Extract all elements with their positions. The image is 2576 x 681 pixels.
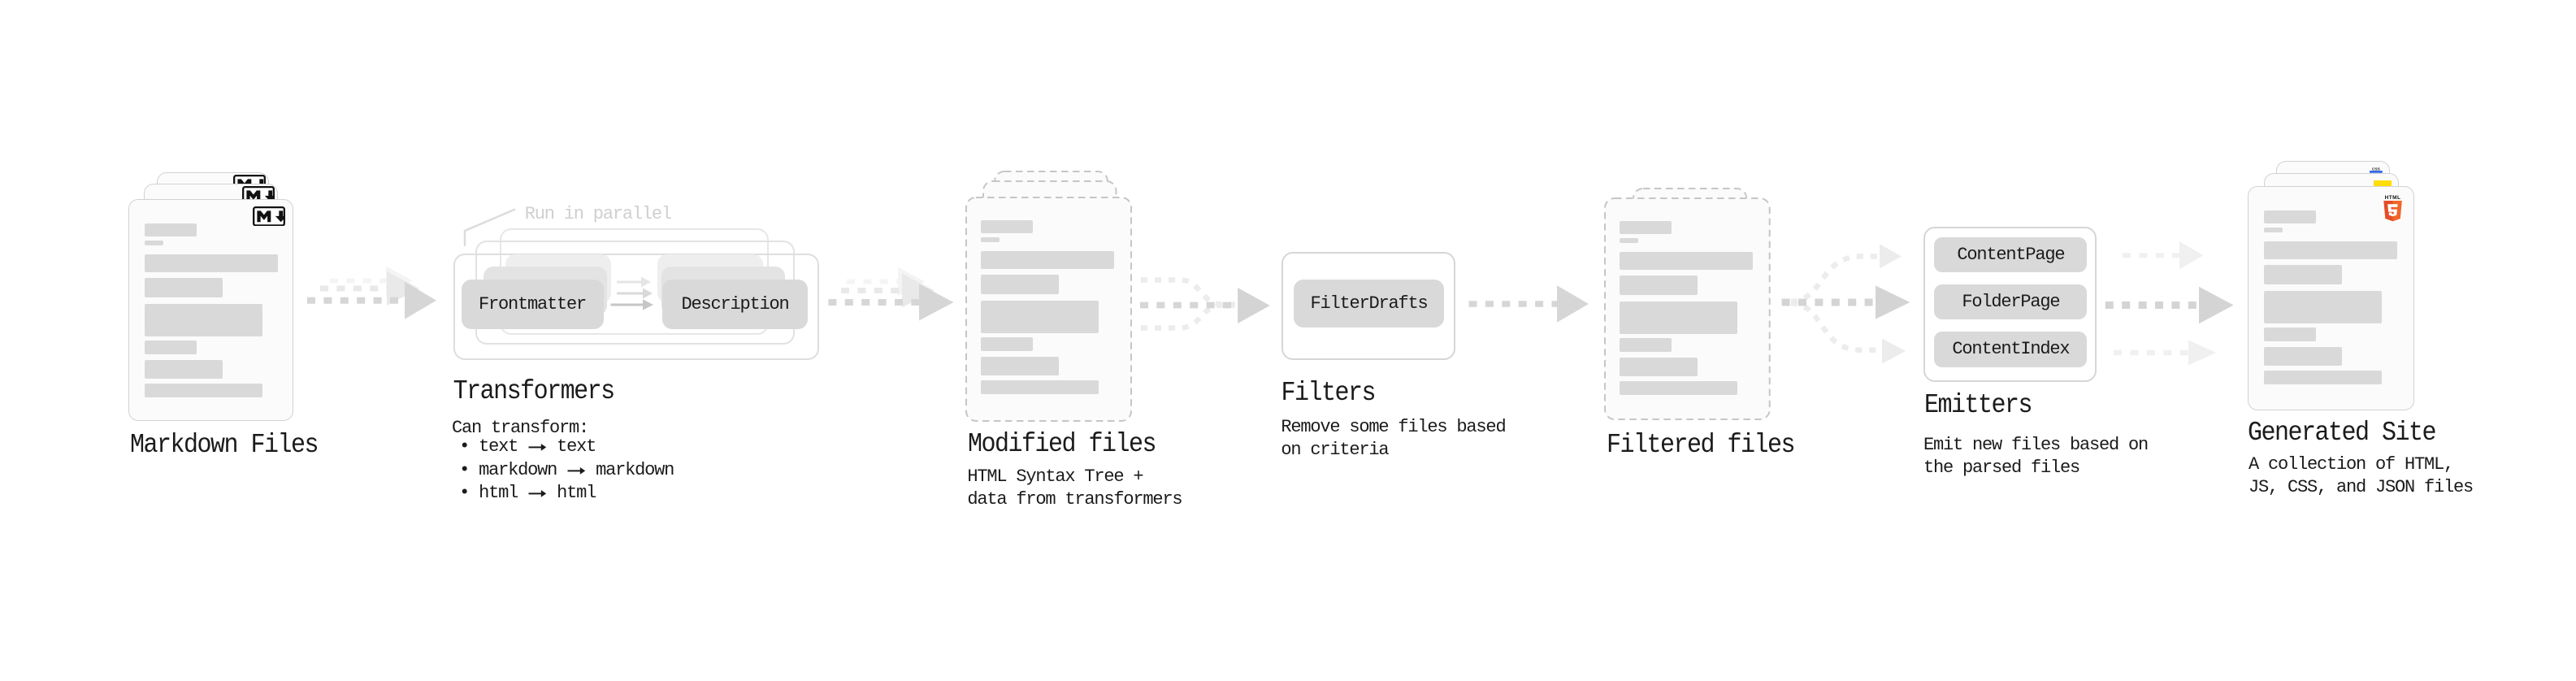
svg-text:CSS: CSS: [2372, 167, 2381, 171]
svg-text:HTML: HTML: [2385, 195, 2401, 201]
